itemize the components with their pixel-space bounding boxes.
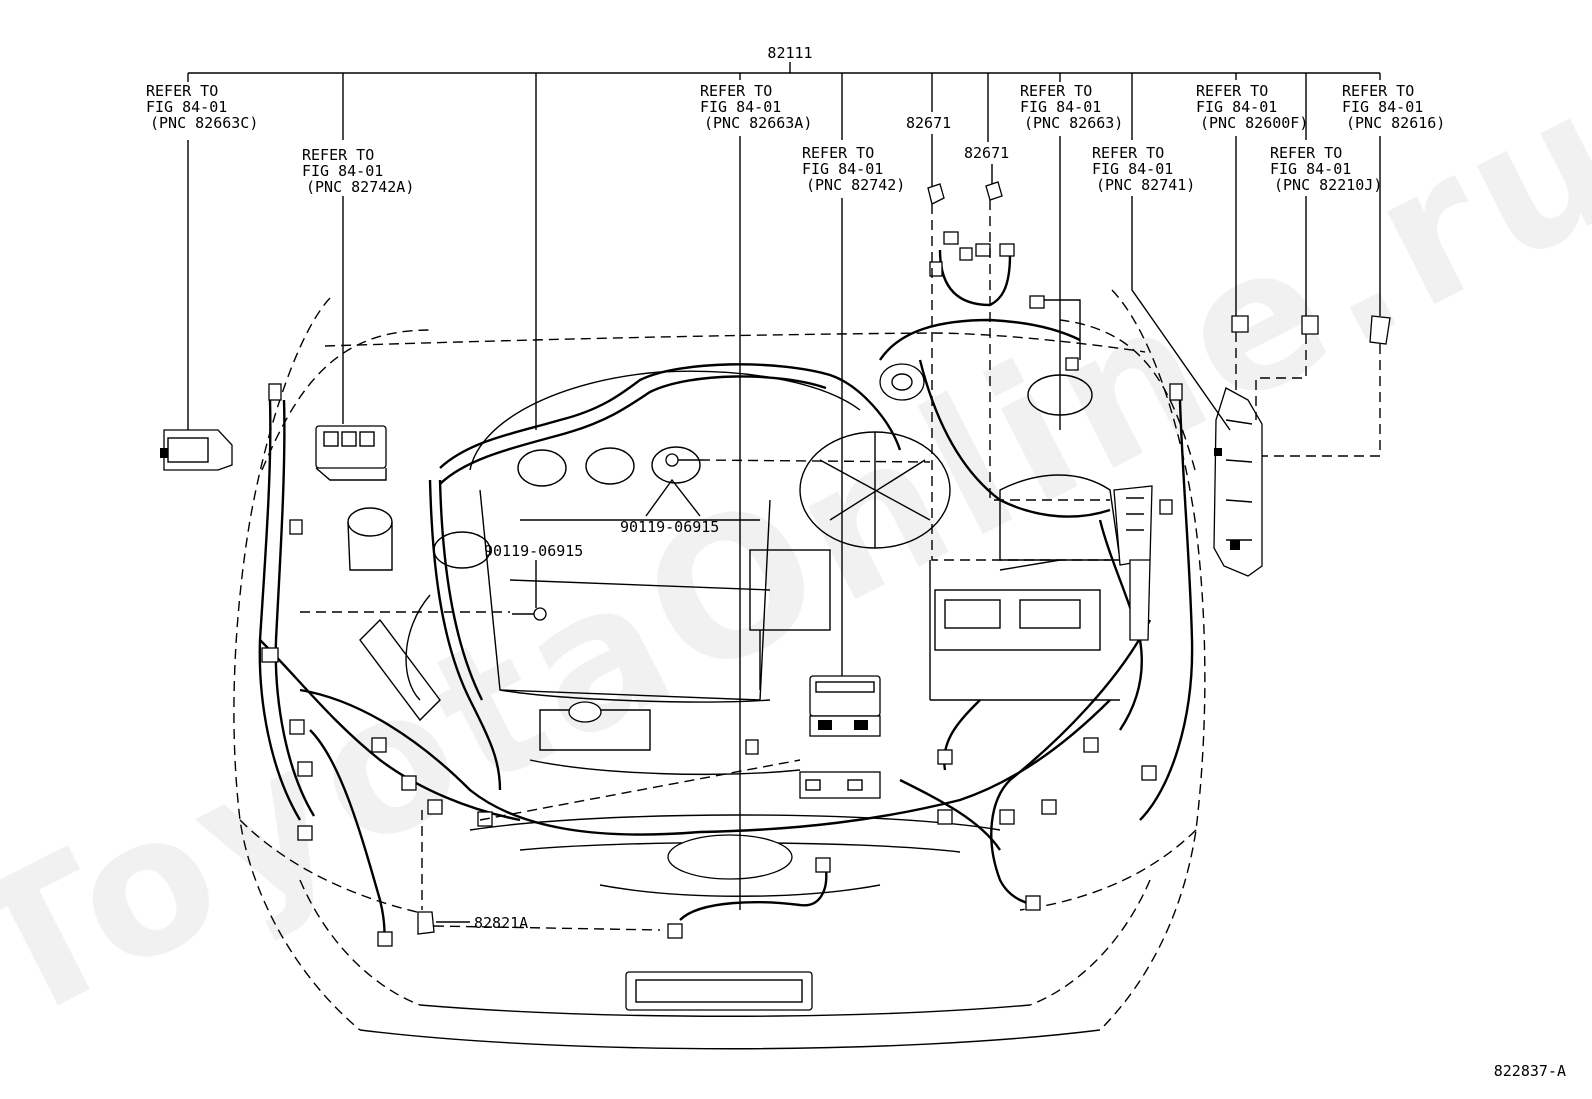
figure-code: 822837-A (1494, 1062, 1566, 1080)
svg-text:REFER TO: REFER TO (1270, 144, 1342, 162)
refer-label-82742: REFER TO FIG 84-01 (PNC 82742) (802, 144, 905, 194)
svg-text:(PNC 82210J): (PNC 82210J) (1274, 176, 1382, 194)
connector (1065, 357, 1079, 371)
separate-connectors (927, 181, 1391, 345)
svg-text:FIG 84-01: FIG 84-01 (1342, 98, 1423, 116)
connector (297, 825, 313, 841)
connector (745, 739, 759, 755)
refer-label-82741: REFER TO FIG 84-01 (PNC 82741) (1092, 144, 1195, 194)
dashed-reference-lines (300, 200, 1381, 931)
svg-text:REFER TO: REFER TO (1342, 82, 1414, 100)
fuse-box-left (315, 425, 387, 481)
connector (1141, 765, 1157, 781)
connectors (261, 295, 1183, 947)
connector (1169, 383, 1183, 401)
connector (261, 647, 279, 663)
clamp-82821a (417, 911, 435, 935)
wire-harness-main (258, 249, 1194, 946)
battery (934, 559, 1101, 651)
svg-text:FIG 84-01: FIG 84-01 (146, 98, 227, 116)
connector (937, 749, 953, 765)
part-90119-label-b: 90119-06915 (484, 542, 583, 560)
connector (427, 799, 443, 815)
part-82111-label: 82111 (767, 44, 812, 62)
svg-text:(PNC 82616): (PNC 82616) (1346, 114, 1445, 132)
svg-text:FIG 84-01: FIG 84-01 (700, 98, 781, 116)
svg-text:(PNC 82742A): (PNC 82742A) (306, 178, 414, 196)
connector (937, 809, 953, 825)
relay-block-left (160, 429, 233, 471)
svg-text:REFER TO: REFER TO (1020, 82, 1092, 100)
svg-text:REFER TO: REFER TO (1196, 82, 1268, 100)
connector (815, 857, 831, 873)
part-90119-label-a: 90119-06915 (620, 518, 719, 536)
front-grille (469, 814, 1001, 1011)
svg-text:REFER TO: REFER TO (302, 146, 374, 164)
clip-82671-a (927, 183, 945, 205)
bolts (512, 453, 700, 621)
svg-text:FIG 84-01: FIG 84-01 (802, 160, 883, 178)
part-82821a-label: 82821A (474, 914, 528, 932)
svg-text:(PNC 82663C): (PNC 82663C) (150, 114, 258, 132)
connector (401, 775, 417, 791)
leader-lines (187, 62, 1381, 923)
connector (268, 383, 282, 401)
svg-text:ToyotaOnline.ru: ToyotaOnline.ru (0, 43, 1592, 1066)
svg-text:FIG 84-01: FIG 84-01 (1092, 160, 1173, 178)
vehicle-body-outline (233, 289, 1206, 1050)
watermark: ToyotaOnline.ru (0, 43, 1592, 1066)
svg-text:(PNC 82742): (PNC 82742) (806, 176, 905, 194)
connector (289, 719, 305, 735)
relay-block-right (1113, 485, 1153, 641)
bolt-icon (533, 607, 547, 621)
svg-text:(PNC 82663A): (PNC 82663A) (704, 114, 812, 132)
refer-label-82663a: REFER TO FIG 84-01 (PNC 82663A) (700, 82, 812, 132)
svg-text:REFER TO: REFER TO (1092, 144, 1164, 162)
part-82671-label-a: 82671 (906, 114, 951, 132)
connector (1029, 295, 1045, 309)
svg-text:FIG 84-01: FIG 84-01 (1196, 98, 1277, 116)
connector (377, 931, 393, 947)
refer-label-82616: REFER TO FIG 84-01 (PNC 82616) (1342, 82, 1445, 132)
svg-text:REFER TO: REFER TO (802, 144, 874, 162)
svg-text:FIG 84-01: FIG 84-01 (302, 162, 383, 180)
refer-label-82663: REFER TO FIG 84-01 (PNC 82663) (1020, 82, 1123, 132)
connector (289, 519, 303, 535)
connector (1025, 895, 1041, 911)
connector (999, 809, 1015, 825)
engine-assembly (469, 370, 861, 776)
connector (1159, 499, 1173, 515)
emblem-icon (667, 834, 793, 880)
bolt-icon (665, 453, 679, 467)
ecu-right (1213, 387, 1263, 577)
svg-text:(PNC 82741): (PNC 82741) (1096, 176, 1195, 194)
grommet (879, 363, 925, 401)
connector (371, 737, 387, 753)
relay-block-center (799, 675, 881, 799)
license-plate (625, 971, 813, 1011)
radiator-fan (799, 431, 1120, 701)
refer-label-82742a: REFER TO FIG 84-01 (PNC 82742A) (302, 146, 414, 196)
svg-text:(PNC 82663): (PNC 82663) (1024, 114, 1123, 132)
refer-label-82210j: REFER TO FIG 84-01 (PNC 82210J) (1270, 144, 1382, 194)
connector (1041, 799, 1057, 815)
svg-text:(PNC 82600F): (PNC 82600F) (1200, 114, 1308, 132)
connector (297, 761, 313, 777)
connector (667, 923, 683, 939)
svg-text:REFER TO: REFER TO (146, 82, 218, 100)
svg-text:FIG 84-01: FIG 84-01 (1020, 98, 1101, 116)
labels: 82111 REFER TO FIG 84-01 (PNC 82663C) RE… (146, 44, 1566, 1080)
refer-label-82600f: REFER TO FIG 84-01 (PNC 82600F) (1196, 82, 1308, 132)
clip-82671-b (985, 181, 1003, 201)
refer-label-82663c: REFER TO FIG 84-01 (PNC 82663C) (146, 82, 258, 132)
svg-text:FIG 84-01: FIG 84-01 (1270, 160, 1351, 178)
part-82671-label-b: 82671 (964, 144, 1009, 162)
svg-text:REFER TO: REFER TO (700, 82, 772, 100)
connector (1083, 737, 1099, 753)
